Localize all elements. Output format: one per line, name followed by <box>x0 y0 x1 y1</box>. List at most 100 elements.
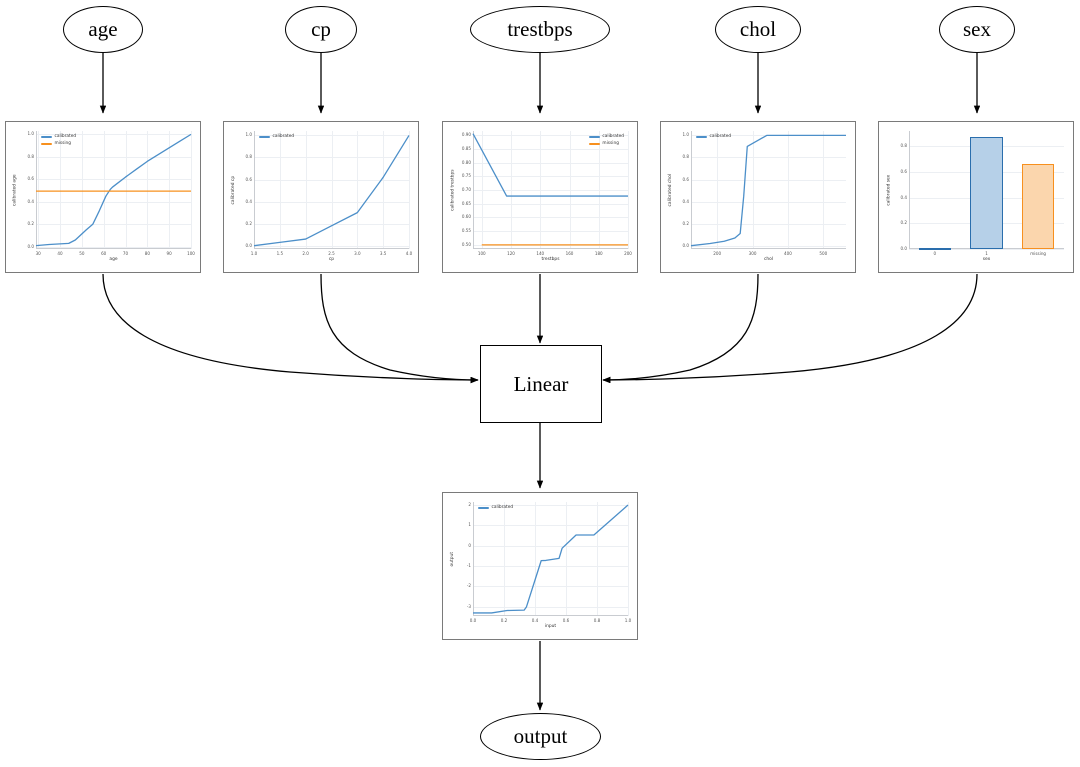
x-tick-label: 1.0 <box>250 250 258 256</box>
y-tick-label: 0.50 <box>461 241 471 247</box>
x-tick-label: 1 <box>985 250 988 256</box>
legend-swatch-calibrated <box>259 136 270 138</box>
gridline-horizontal <box>473 525 628 527</box>
gridline-horizontal <box>473 505 628 507</box>
x-tick-label: 180 <box>594 250 603 256</box>
legend-swatch-calibrated <box>478 507 489 509</box>
y-tick-label: 0.4 <box>245 198 252 204</box>
y-tick-label: 0 <box>468 542 471 548</box>
gridline-horizontal <box>473 162 628 164</box>
y-tick-label: 0.8 <box>682 154 689 160</box>
x-tick-label: 0.6 <box>562 617 570 623</box>
node-linear-label: Linear <box>513 371 569 396</box>
y-tick-label: 1 <box>468 522 471 528</box>
gridline-vertical <box>511 131 513 249</box>
axis-spine-left <box>254 131 255 249</box>
node-age[interactable]: age <box>63 6 143 53</box>
node-output-label: output <box>513 724 568 748</box>
legend-item-missing: missing <box>41 141 76 146</box>
gridline-horizontal <box>473 190 628 191</box>
y-tick-label: 0.65 <box>461 200 471 206</box>
x-tick-label: 200 <box>713 250 722 256</box>
x-tick-label: 140 <box>536 250 545 256</box>
gridline-vertical <box>60 131 61 249</box>
gridline-vertical <box>38 131 40 249</box>
y-axis-label: calibrated age <box>12 174 18 207</box>
x-tick-label: 2.0 <box>302 250 309 256</box>
series-layer <box>690 134 846 247</box>
axis-spine-bottom <box>254 248 409 249</box>
gridline-vertical <box>566 502 567 616</box>
gridline-vertical <box>481 131 483 249</box>
y-tick-label: 0.8 <box>27 153 34 159</box>
gridline-vertical <box>717 131 719 249</box>
gridline-horizontal <box>473 606 628 608</box>
gridline-horizontal <box>36 246 191 248</box>
gridline-horizontal <box>691 179 846 181</box>
node-sex[interactable]: sex <box>939 6 1015 53</box>
y-tick-label: 1.0 <box>245 132 252 138</box>
y-tick-label: -1 <box>466 563 471 569</box>
axis-spine-left <box>691 131 692 249</box>
x-tick-label: 80 <box>144 250 150 256</box>
gridline-vertical <box>357 131 359 249</box>
y-tick-label: 0.60 <box>461 214 471 220</box>
gridline-horizontal <box>36 156 191 158</box>
legend-item-calibrated: calibrated <box>41 134 76 139</box>
node-chol[interactable]: chol <box>715 6 801 53</box>
legend-label-missing: missing <box>602 140 619 146</box>
gridline-vertical <box>81 131 83 249</box>
y-tick-label: 0.4 <box>682 198 689 204</box>
y-tick-label: 0.80 <box>461 159 471 165</box>
x-tick-label: 40 <box>57 250 63 256</box>
gridline-horizontal <box>909 249 1064 250</box>
y-axis-label: output <box>450 551 456 567</box>
gridline-vertical <box>103 131 105 249</box>
x-tick-label: 0.0 <box>469 617 477 623</box>
node-linear[interactable]: Linear <box>480 345 602 423</box>
gridline-vertical <box>409 131 410 249</box>
chart-legend: calibrated missing <box>41 134 76 146</box>
y-tick-label: 0.4 <box>27 198 34 204</box>
gridline-horizontal <box>36 179 191 181</box>
gridline-horizontal <box>691 245 846 247</box>
y-axis-label: calibrated chol <box>667 173 673 207</box>
y-tick-label: 0.2 <box>900 220 907 226</box>
legend-swatch-calibrated <box>696 136 707 138</box>
y-tick-label: 0.2 <box>27 221 34 227</box>
node-output[interactable]: output <box>480 713 601 760</box>
legend-label-calibrated: calibrated <box>602 134 624 139</box>
legend-label-calibrated: calibrated <box>709 134 732 139</box>
gridline-vertical <box>191 131 192 249</box>
gridline-horizontal <box>473 566 628 568</box>
series-layer <box>473 504 629 614</box>
gridline-vertical <box>823 131 825 249</box>
x-tick-label: 3.0 <box>354 250 361 256</box>
y-tick-label: 0.6 <box>682 176 689 182</box>
gridline-horizontal <box>473 231 628 233</box>
gridline-horizontal <box>691 157 846 159</box>
y-tick-label: 0.0 <box>27 243 34 249</box>
x-tick-label: 0 <box>933 250 937 256</box>
x-tick-label: 200 <box>624 250 632 256</box>
gridline-vertical <box>598 131 600 249</box>
node-trestbps[interactable]: trestbps <box>470 6 610 53</box>
legend-swatch-calibrated <box>588 136 600 138</box>
legend-item-calibrated: calibrated <box>696 134 732 139</box>
legend-item-calibrated: calibrated <box>259 134 294 139</box>
y-tick-label: 0.2 <box>245 220 252 226</box>
gridline-vertical <box>305 131 307 249</box>
legend-item-calibrated: calibrated <box>588 134 624 139</box>
node-cp[interactable]: cp <box>285 6 357 53</box>
